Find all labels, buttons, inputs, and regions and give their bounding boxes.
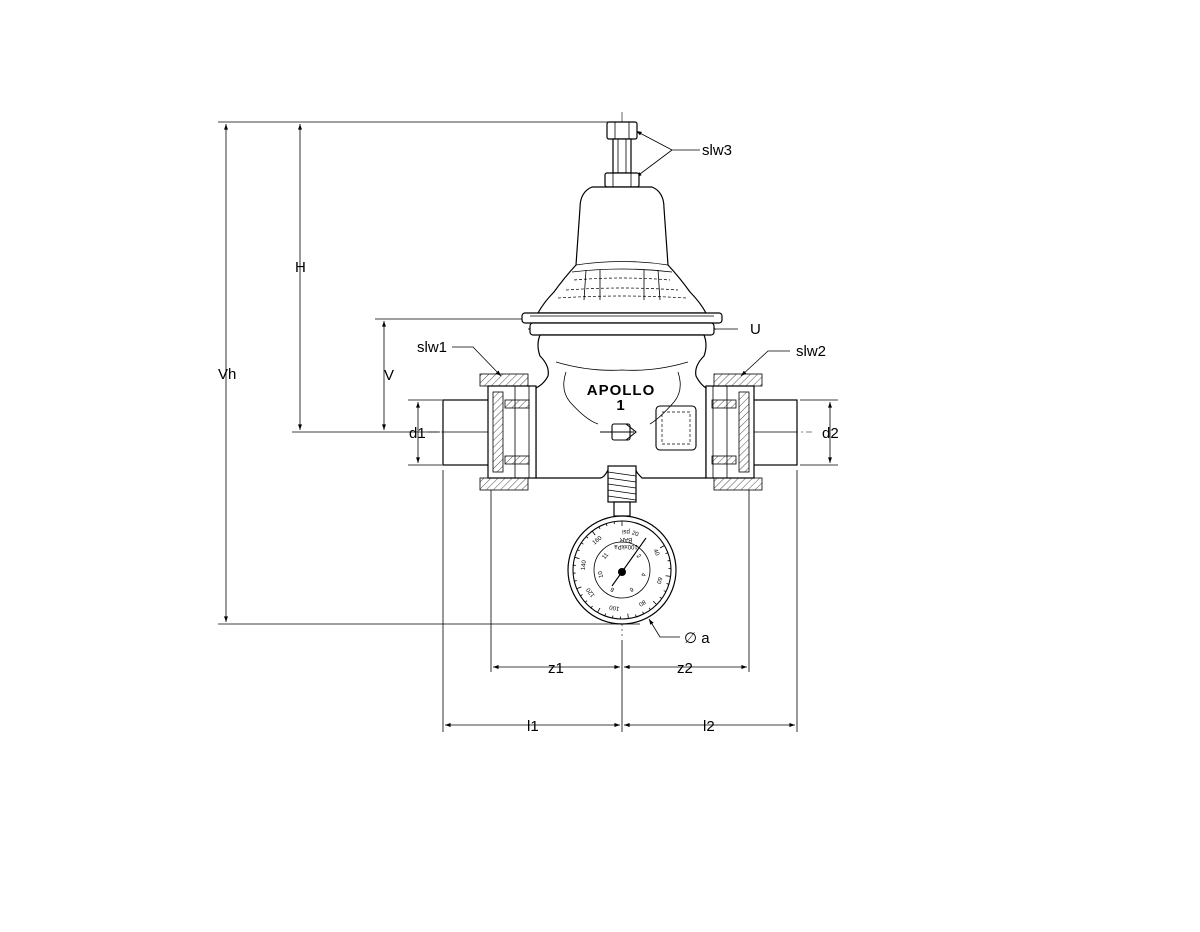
label-slw1: slw1: [417, 339, 447, 356]
leader-slw2: [741, 351, 790, 376]
label-diameter-a: ∅ a: [684, 630, 710, 647]
valve-body: APOLLO 1: [536, 335, 706, 478]
label-slw2: slw2: [796, 343, 826, 360]
adjusting-screw: [605, 122, 639, 187]
label-d1: d1: [409, 425, 426, 442]
gauge-hub: [618, 568, 626, 576]
label-z2: z2: [677, 660, 693, 677]
label-z1: z1: [548, 660, 564, 677]
label-l1: l1: [527, 718, 539, 735]
label-h: H: [295, 259, 306, 276]
label-u: U: [750, 321, 761, 338]
union-left: [443, 374, 536, 490]
label-slw3: slw3: [702, 142, 732, 159]
label-d2: d2: [822, 425, 839, 442]
leader-slw3: [636, 131, 672, 150]
union-right: [706, 374, 797, 490]
leader-slw3-b: [636, 150, 672, 177]
gauge-unit-kpa: 100xkPa: [614, 543, 638, 549]
bonnet: [522, 187, 722, 335]
gauge-unit-bar: BAR: [619, 536, 632, 542]
gauge-port: [608, 466, 636, 516]
gauge-tick: [574, 581, 576, 582]
label-v: V: [384, 367, 394, 384]
leader-slw1: [452, 347, 501, 376]
label-vh: Vh: [218, 366, 236, 383]
leader-diameter: [649, 619, 680, 637]
size-mark: 1: [616, 397, 625, 414]
label-l2: l2: [703, 718, 715, 735]
gauge-unit-psi: psi: [622, 528, 630, 534]
